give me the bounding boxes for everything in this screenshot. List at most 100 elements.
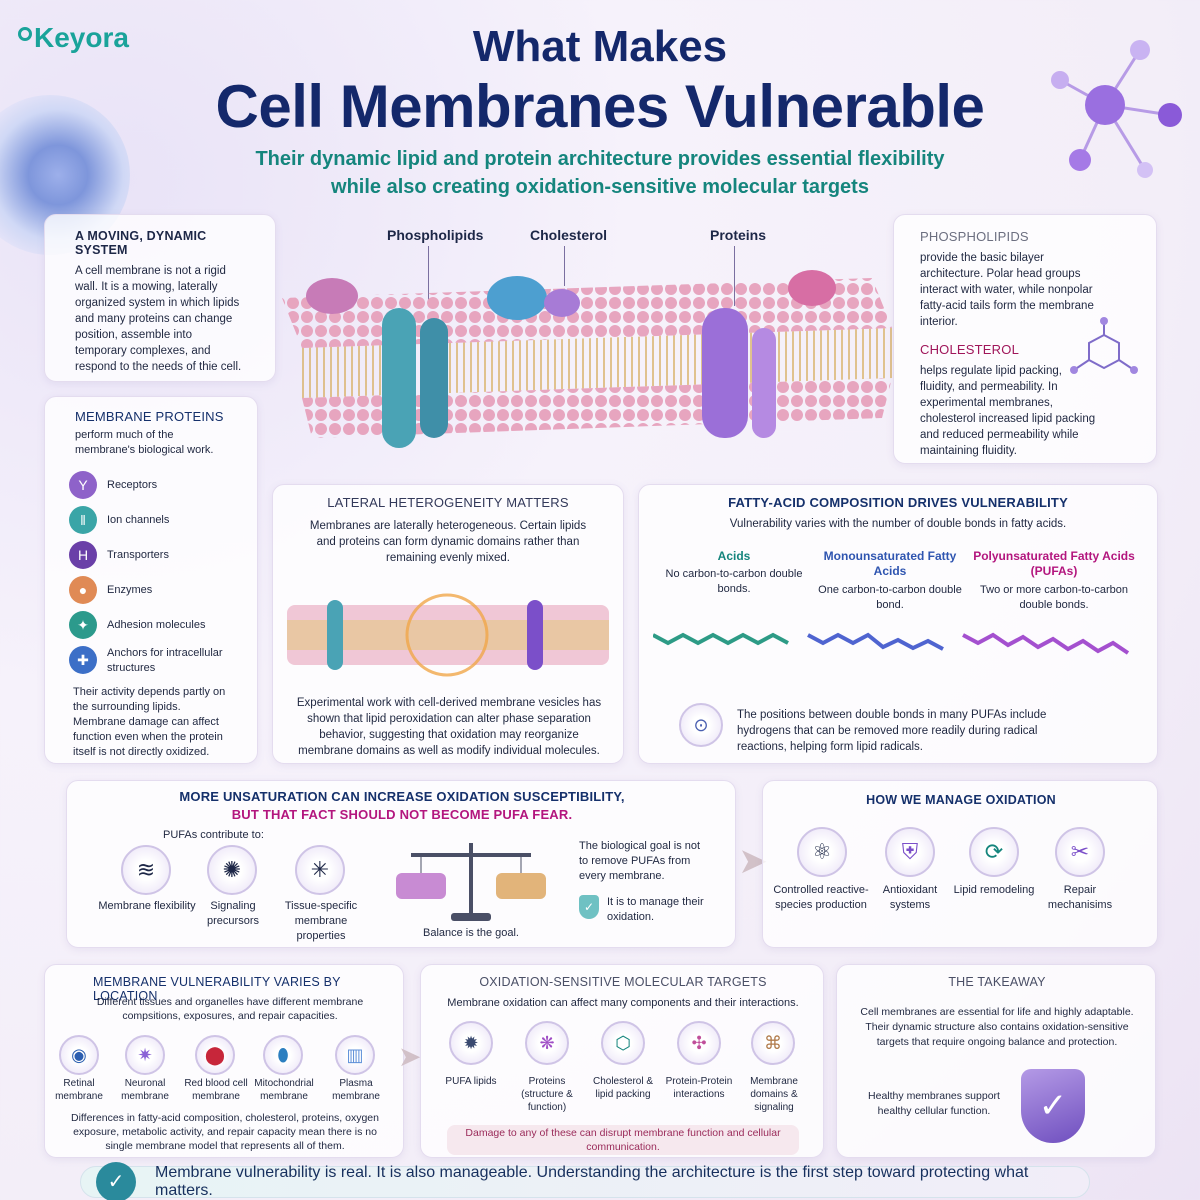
pufa-column: Polyunsaturated Fatty Acids (PUFAs) Two … [969,549,1139,613]
cholesterol-pointer [564,246,565,286]
takeaway-card: THE TAKEAWAY Cell membranes are essentia… [836,964,1156,1158]
fatty-heading: FATTY-ACID COMPOSITION DRIVES VULNERABIL… [728,495,1068,510]
cholesterol-text: helps regulate lipid packing, fluidity, … [920,365,1096,457]
monounsaturated-column: Monounsaturated Fatty Acids One carbon-t… [815,549,965,613]
location-heading: MEMBRANE VULNERABILITY VARIES BY LOCATIO… [93,975,341,1003]
ion-channel-icon: ‖ [69,506,97,534]
phospholipids-pointer [428,246,429,302]
location-item: Red blood cell membrane [184,1078,248,1102]
pufa-benefit: Membrane flexibility [98,900,196,912]
saturated-column: Acids No carbon-to-carbon double bonds. [659,549,809,597]
location-intro: Different tissues and organelles have di… [96,996,364,1022]
unsat-heading2: BUT THAT FACT SHOULD NOT BECOME PUFA FEA… [231,807,573,822]
footer-banner: Membrane vulnerability is real. It is al… [80,1164,1090,1199]
proteins-label: Proteins [710,227,767,243]
lateral-top-text: Membranes are laterally heterogeneous. C… [309,520,587,564]
manage-item: Controlled reactive-species production [773,884,869,911]
shield-check-icon: ✓ [1021,1069,1085,1143]
lipid-remodeling-icon: ⟳ [969,827,1019,877]
dynamic-system-heading: A MOVING, DYNAMIC SYSTEM [75,229,207,257]
signaling-domain-icon: ⌘ [751,1021,795,1065]
cholesterol-molecule-icon [1070,317,1138,374]
cholesterol-heading: CHOLESTEROL [920,342,1020,357]
molecule-cluster-illustration [1020,20,1190,190]
takeaway-healthy: Healthy membranes support healthy cellul… [868,1090,1000,1117]
title-line2: Cell Membranes Vulnerable [215,73,985,140]
protein-item: Transporters [107,549,169,561]
neuron-icon: ✷ [125,1035,165,1075]
logo-icon [18,27,32,41]
enzyme-icon: ● [69,576,97,604]
target-item: Cholesterol & lipid packing [592,1076,654,1100]
biological-goal-text: The biological goal is not to remove PUF… [579,840,701,882]
saturated-desc: No carbon-to-carbon double bonds. [665,568,803,595]
protein-item: Enzymes [107,584,153,596]
scale-icon [396,843,546,921]
lateral-heading: LATERAL HETEROGENEITY MATTERS [327,495,569,510]
location-item: Mitochondrial membrane [254,1078,314,1102]
domain-illustration [287,585,609,685]
pufa-name: Polyunsaturated Fatty Acids (PUFAs) [973,549,1135,578]
receptor-icon: Y [69,471,97,499]
pufa-desc: Two or more carbon-to-carbon double bond… [980,584,1128,611]
location-footer: Differences in fatty-acid composition, c… [71,1112,379,1152]
target-item: PUFA lipids [445,1076,497,1087]
tissue-icon: ✳ [295,845,345,895]
anchor-icon: ✚ [69,646,97,674]
protein-interaction-icon: ✣ [677,1021,721,1065]
protein-item: Anchors for intracellular structures [107,647,223,674]
antioxidant-shield-icon: ⛨ [885,827,935,877]
signaling-icon: ✺ [207,845,257,895]
takeaway-heading: THE TAKEAWAY [948,975,1046,989]
targets-intro: Membrane oxidation can affect many compo… [447,997,799,1009]
takeaway-text: Cell membranes are essential for life an… [860,1006,1134,1048]
adhesion-icon: ✦ [69,611,97,639]
eye-icon: ◉ [59,1035,99,1075]
pufa-contrib-label: PUFAs contribute to: [163,829,264,841]
pufa-benefit: Signaling precursors [207,900,259,927]
targets-card: OXIDATION-SENSITIVE MOLECULAR TARGETS Me… [420,964,824,1158]
fatty-note: The positions between double bonds in ma… [737,709,1047,753]
unsaturation-card: MORE UNSATURATION CAN INCREASE OXIDATION… [66,780,736,948]
manage-item: Antioxidant systems [882,884,938,911]
logo-text: Keyora [34,22,129,53]
dynamic-system-text: A cell membrane is not a rigid wall. It … [75,265,242,373]
pufa-lipid-icon: ✹ [449,1021,493,1065]
arrow-icon: ➤ [398,1041,422,1072]
unsat-heading1: MORE UNSATURATION CAN INCREASE OXIDATION… [179,789,625,804]
membrane-bilayer-illustration [272,268,902,468]
fatty-subheading: Vulnerability varies with the number of … [729,518,1067,530]
membrane-proteins-card: MEMBRANE PROTEINS perform much of the me… [44,396,258,764]
fatty-acid-chains-illustration [653,632,1130,655]
transporter-icon: H [69,541,97,569]
balance-label: Balance is the goal. [422,927,519,939]
protein-icon: ❋ [525,1021,569,1065]
manage-heading: HOW WE MANAGE OXIDATION [866,793,1056,807]
targets-footer: Damage to any of these can disrupt membr… [447,1125,799,1155]
shield-check-icon: ✓ [579,895,599,919]
phospholipids-heading: PHOSPHOLIPIDS [920,229,1029,244]
pufa-benefit: Tissue-specific membrane properties [284,900,358,942]
title-line1: What Makes [472,22,728,71]
manage-item: Lipid remodeling [953,884,1035,896]
protein-item: Receptors [107,479,158,491]
phospholipids-cholesterol-card: PHOSPHOLIPIDS provide the basic bilayer … [893,214,1157,464]
target-item: Proteins (structure & function) [521,1076,573,1113]
phospholipids-text: provide the basic bilayer architecture. … [920,252,1094,328]
protein-item: Ion channels [107,514,170,526]
location-item: Neuronal membrane [121,1078,169,1102]
location-item: Retinal membrane [55,1078,103,1102]
cholesterol-label: Cholesterol [530,227,608,243]
blood-cell-icon: ⬤ [195,1035,235,1075]
protein-item: Adhesion molecules [107,619,206,631]
manage-oxidation-card: HOW WE MANAGE OXIDATION ⚛ Controlled rea… [762,780,1158,948]
footer-text: Membrane vulnerability is real. It is al… [155,1164,1029,1199]
subtitle-line1: Their dynamic lipid and protein architec… [255,148,945,170]
manage-oxidation-text: It is to manage their oxidation. [607,896,704,923]
repair-icon: ✂ [1055,827,1105,877]
footer-shield-icon: ✓ [96,1162,136,1200]
fatty-acid-card: FATTY-ACID COMPOSITION DRIVES VULNERABIL… [638,484,1158,764]
logo: Keyora [18,22,129,54]
cholesterol-icon: ⬡ [601,1021,645,1065]
radical-reaction-icon: ⊙ [679,703,723,747]
